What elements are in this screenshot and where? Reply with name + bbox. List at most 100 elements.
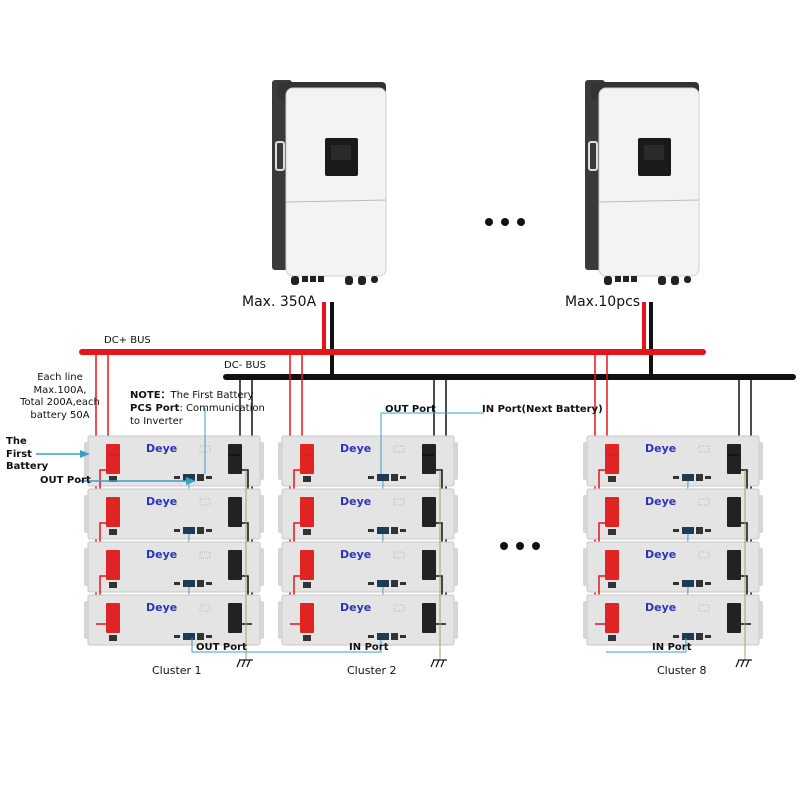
ground-icon bbox=[430, 470, 447, 668]
battery-module: Deye bbox=[583, 435, 763, 525]
comm-port-icon bbox=[377, 580, 389, 587]
negative-terminal-icon bbox=[228, 497, 242, 527]
brand-logo: Deye bbox=[146, 601, 177, 614]
out-port-top-label: OUT Port bbox=[385, 404, 436, 415]
note-line: First bbox=[6, 448, 32, 460]
each-line-note: Each line Max.100A, Total 200A,each batt… bbox=[20, 372, 100, 422]
cluster-1-port-label: OUT Port bbox=[196, 642, 247, 653]
port-icon bbox=[303, 635, 311, 641]
inverter-cables bbox=[322, 302, 653, 377]
battery-module: Deye bbox=[583, 594, 763, 646]
cluster-2-label: Cluster 2 bbox=[347, 664, 397, 677]
pcs-text-2: to Inverter bbox=[130, 416, 183, 427]
brand-logo: Deye bbox=[146, 495, 177, 508]
battery-module: Deye bbox=[278, 594, 458, 646]
dc-minus-bus-label: DC- BUS bbox=[224, 360, 266, 371]
comm-port-icon bbox=[682, 580, 694, 587]
battery-module: Deye bbox=[84, 488, 264, 578]
port-icon bbox=[109, 582, 117, 588]
port-icon bbox=[303, 476, 311, 482]
note-line: Each line bbox=[37, 372, 83, 383]
led-indicator-icon bbox=[698, 551, 710, 559]
negative-terminal-icon bbox=[228, 603, 242, 633]
battery-module: Deye bbox=[583, 488, 763, 578]
port-icon bbox=[109, 476, 117, 482]
negative-terminal-icon bbox=[727, 603, 741, 633]
led-indicator-icon bbox=[393, 498, 405, 506]
positive-terminal-icon bbox=[605, 603, 619, 633]
ground-icon bbox=[735, 470, 752, 668]
port-icon bbox=[608, 529, 616, 535]
brand-logo: Deye bbox=[645, 442, 676, 455]
negative-terminal-icon bbox=[422, 550, 436, 580]
note-line: Max.100A, bbox=[33, 384, 87, 396]
cluster-8-port-label: IN Port bbox=[652, 642, 692, 653]
port-icon bbox=[109, 635, 117, 641]
brand-logo: Deye bbox=[645, 601, 676, 614]
brand-logo: Deye bbox=[340, 442, 371, 455]
cluster-8-label: Cluster 8 bbox=[657, 664, 707, 677]
note-line: The bbox=[6, 436, 27, 447]
led-indicator-icon bbox=[698, 445, 710, 453]
comm-port-icon bbox=[682, 527, 694, 534]
ellipsis-icon bbox=[485, 218, 540, 550]
positive-terminal-icon bbox=[300, 444, 314, 474]
positive-terminal-icon bbox=[605, 497, 619, 527]
brand-logo: Deye bbox=[340, 495, 371, 508]
brand-logo: Deye bbox=[645, 548, 676, 561]
led-indicator-icon bbox=[199, 551, 211, 559]
brand-logo: Deye bbox=[645, 495, 676, 508]
comm-port-icon bbox=[377, 474, 389, 481]
comm-port-icon bbox=[183, 580, 195, 587]
negative-terminal-icon bbox=[228, 444, 242, 474]
battery-module: Deye bbox=[583, 541, 763, 631]
brand-logo: Deye bbox=[340, 548, 371, 561]
note-line: Battery bbox=[6, 461, 49, 472]
out-port-left-label: OUT Port bbox=[40, 475, 91, 486]
led-indicator-icon bbox=[393, 551, 405, 559]
led-indicator-icon bbox=[393, 604, 405, 612]
negative-terminal-icon bbox=[727, 550, 741, 580]
positive-terminal-icon bbox=[605, 550, 619, 580]
port-icon bbox=[608, 476, 616, 482]
comm-port-icon bbox=[682, 474, 694, 481]
negative-terminal-icon bbox=[422, 603, 436, 633]
negative-terminal-icon bbox=[727, 497, 741, 527]
inverter-2 bbox=[585, 80, 700, 285]
battery-module: Deye bbox=[84, 594, 264, 646]
negative-terminal-icon bbox=[422, 444, 436, 474]
port-icon bbox=[608, 582, 616, 588]
comm-links bbox=[191, 408, 687, 653]
pcs-text: : Communication bbox=[179, 403, 265, 414]
inverter-1-label: Max. 350A bbox=[242, 294, 317, 310]
note-line: Total 200A,each bbox=[20, 397, 100, 408]
battery-module: Deye bbox=[278, 488, 458, 578]
led-indicator-icon bbox=[199, 498, 211, 506]
positive-terminal-icon bbox=[300, 497, 314, 527]
battery-module: Deye bbox=[278, 541, 458, 631]
inverter-1 bbox=[272, 80, 387, 285]
positive-terminal-icon bbox=[106, 497, 120, 527]
led-indicator-icon bbox=[199, 604, 211, 612]
led-indicator-icon bbox=[698, 498, 710, 506]
led-indicator-icon bbox=[698, 604, 710, 612]
positive-terminal-icon bbox=[106, 444, 120, 474]
positive-terminal-icon bbox=[106, 550, 120, 580]
first-battery-arrow bbox=[36, 450, 196, 485]
cluster-1-label: Cluster 1 bbox=[152, 664, 202, 677]
comm-port-icon bbox=[183, 633, 195, 640]
brand-logo: Deye bbox=[340, 601, 371, 614]
positive-terminal-icon bbox=[605, 444, 619, 474]
comm-port-icon bbox=[183, 474, 195, 481]
port-icon bbox=[303, 529, 311, 535]
comm-port-icon bbox=[682, 633, 694, 640]
battery-module: Deye bbox=[84, 435, 264, 525]
positive-terminal-icon bbox=[300, 550, 314, 580]
comm-port-icon bbox=[377, 633, 389, 640]
port-icon bbox=[608, 635, 616, 641]
negative-terminal-icon bbox=[422, 497, 436, 527]
note-text: The First Battery bbox=[170, 390, 254, 401]
